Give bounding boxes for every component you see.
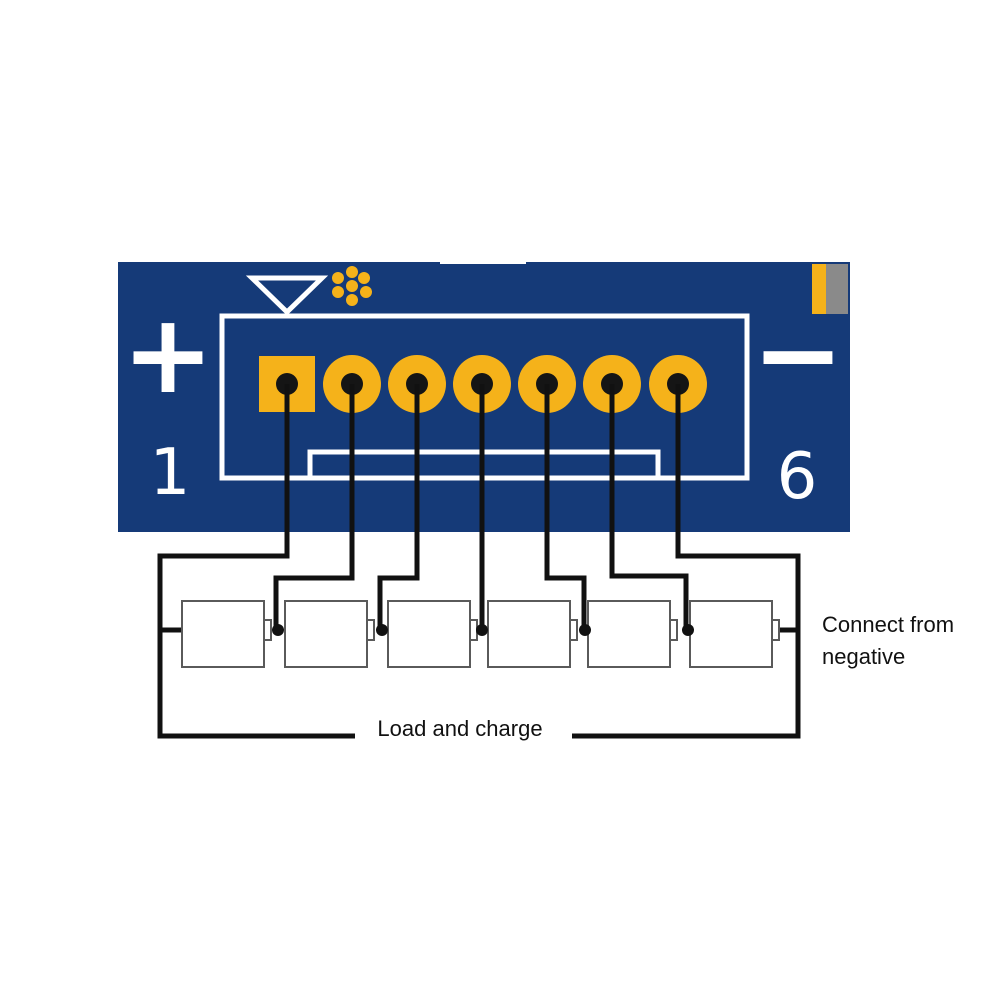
junction-dot-4 bbox=[579, 624, 591, 636]
pin-number-last: 6 bbox=[777, 440, 818, 514]
pin-number-first: 1 bbox=[150, 436, 191, 510]
wires bbox=[157, 384, 801, 739]
pcb-top-notch bbox=[440, 258, 526, 264]
cell-4-terminal bbox=[569, 619, 578, 641]
wire-pin1 bbox=[157, 384, 355, 739]
wire-pin2 bbox=[273, 384, 355, 630]
connect-from-label-line2: negative bbox=[822, 644, 905, 669]
junction-dot-2 bbox=[376, 624, 388, 636]
wire-pin6 bbox=[609, 384, 689, 630]
cell-1-terminal bbox=[263, 619, 272, 641]
junction-dot-1 bbox=[272, 624, 284, 636]
junction-dot-3 bbox=[476, 624, 488, 636]
wire-pin7 bbox=[572, 384, 801, 739]
connect-from-label-line1: Connect from bbox=[822, 612, 954, 637]
via-cluster-icon bbox=[332, 266, 372, 306]
cell-2 bbox=[284, 600, 368, 668]
cell-6 bbox=[689, 600, 773, 668]
cell-6-terminal bbox=[771, 619, 780, 641]
cell-pack bbox=[181, 600, 780, 668]
smd-component-body bbox=[826, 264, 848, 314]
wire-pin5 bbox=[544, 384, 587, 630]
plus-symbol: + bbox=[122, 290, 214, 418]
minus-symbol: − bbox=[752, 290, 844, 418]
wire-pin3 bbox=[377, 384, 420, 630]
junction-dot-5 bbox=[682, 624, 694, 636]
cell-5-terminal bbox=[669, 619, 678, 641]
cell-3 bbox=[387, 600, 471, 668]
cell-5 bbox=[587, 600, 671, 668]
cell-4 bbox=[487, 600, 571, 668]
junction-dots bbox=[272, 624, 694, 636]
cell-2-terminal bbox=[366, 619, 375, 641]
cell-3-terminal bbox=[469, 619, 478, 641]
load-and-charge-label: Load and charge bbox=[377, 716, 542, 741]
cell-1 bbox=[181, 600, 265, 668]
pin1-triangle-marker bbox=[245, 275, 329, 316]
